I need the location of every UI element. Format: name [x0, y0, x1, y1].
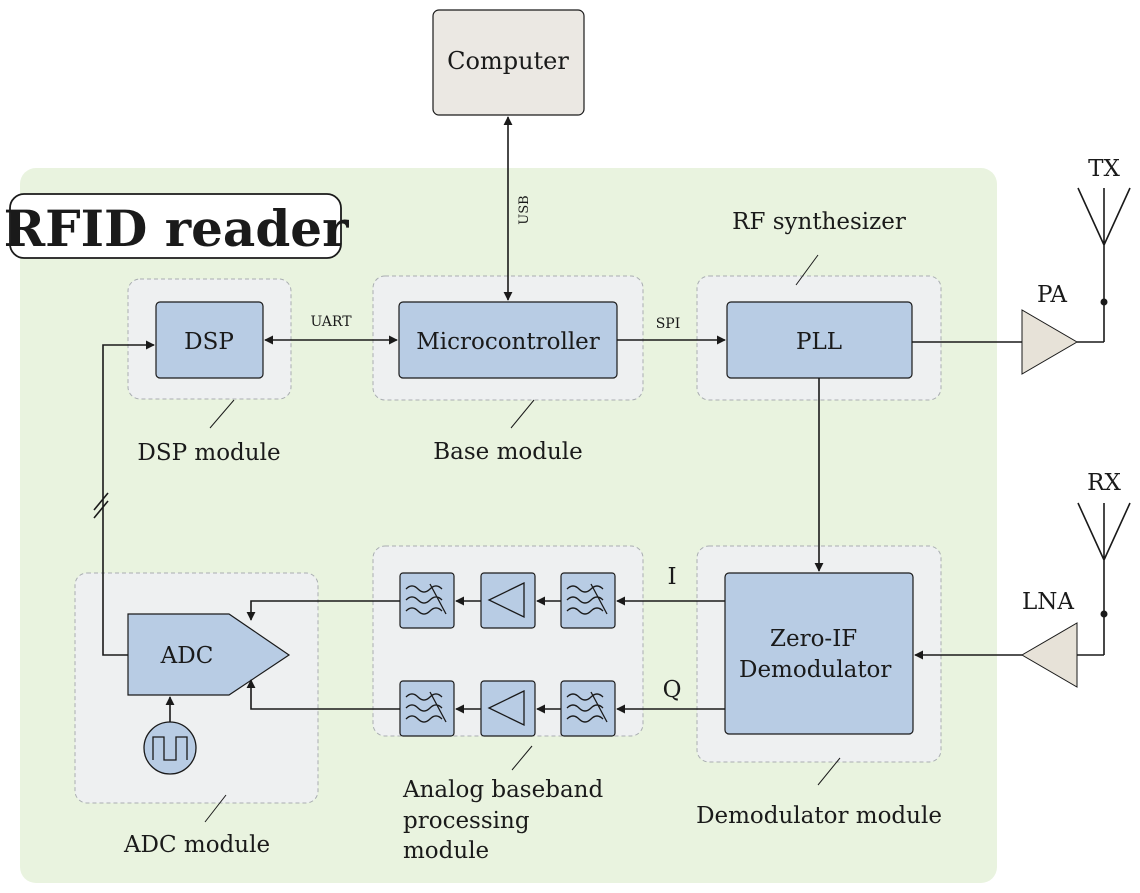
- computer-block: [432, 9, 585, 116]
- dsp-module-leader: [209, 399, 235, 429]
- title-frame: [9, 193, 342, 259]
- base-module-label: Base module: [433, 439, 583, 465]
- filter-block: [399, 572, 455, 629]
- tx-label: TX: [1088, 156, 1120, 182]
- tx-antenna-icon: [1077, 187, 1131, 342]
- clock-source-icon: [143, 721, 197, 775]
- analog-module-label-line3: module: [403, 838, 489, 864]
- demodulator-module-leader: [817, 757, 841, 786]
- rx-antenna-icon: [1077, 502, 1131, 655]
- dsp-block: [155, 301, 264, 379]
- lna-amplifier: [1021, 622, 1078, 688]
- bus-slash-marks: [93, 492, 109, 519]
- i-path-chain: [399, 572, 616, 629]
- adc-module-label: ADC module: [123, 832, 270, 858]
- analog-module-label-line2: processing: [403, 808, 530, 834]
- demodulator-block: [724, 572, 914, 735]
- amplifier-icon: [487, 689, 525, 727]
- filter-icon: [405, 583, 447, 615]
- adc-label: ADC: [160, 643, 214, 669]
- adc-block: [127, 613, 291, 696]
- square-wave-icon: [152, 736, 188, 761]
- filter-block: [560, 572, 616, 629]
- q-path-chain: [399, 680, 616, 737]
- filter-icon: [405, 691, 447, 723]
- q-signal-label: Q: [663, 677, 682, 703]
- i-signal-label: I: [667, 564, 676, 590]
- computer-label: Computer: [447, 47, 569, 75]
- base-module-leader: [510, 399, 535, 429]
- adc-module-leader: [204, 794, 227, 823]
- demodulator-label-line1: Zero-IF: [770, 626, 857, 652]
- pa-amplifier: [1021, 309, 1078, 375]
- rx-label: RX: [1087, 470, 1121, 496]
- analog-baseband-leader: [511, 745, 533, 771]
- filter-block: [560, 680, 616, 737]
- lna-label: LNA: [1022, 589, 1074, 615]
- demodulator-label-line2: Demodulator: [739, 657, 891, 683]
- dsp-label: DSP: [184, 329, 234, 355]
- rf-synthesizer-label: RF synthesizer: [732, 209, 906, 235]
- i-to-adc-wire: [246, 600, 400, 621]
- spi-label: SPI: [656, 316, 681, 332]
- rf-synthesizer-leader: [795, 254, 819, 286]
- filter-block: [399, 680, 455, 737]
- analog-module-label-line1: Analog baseband: [402, 777, 603, 803]
- filter-icon: [566, 691, 608, 723]
- pll-label: PLL: [796, 329, 842, 355]
- microcontroller-label: Microcontroller: [416, 329, 600, 355]
- demodulator-module-label: Demodulator module: [696, 803, 942, 829]
- diagram-title: RFID reader: [4, 199, 350, 258]
- pa-label: PA: [1037, 282, 1067, 308]
- q-to-adc-wire: [246, 679, 400, 710]
- usb-label: USB: [517, 195, 532, 224]
- filter-icon: [566, 583, 608, 615]
- uart-label: UART: [310, 314, 352, 330]
- amplifier-icon: [487, 581, 525, 619]
- dsp-module-label: DSP module: [137, 440, 280, 466]
